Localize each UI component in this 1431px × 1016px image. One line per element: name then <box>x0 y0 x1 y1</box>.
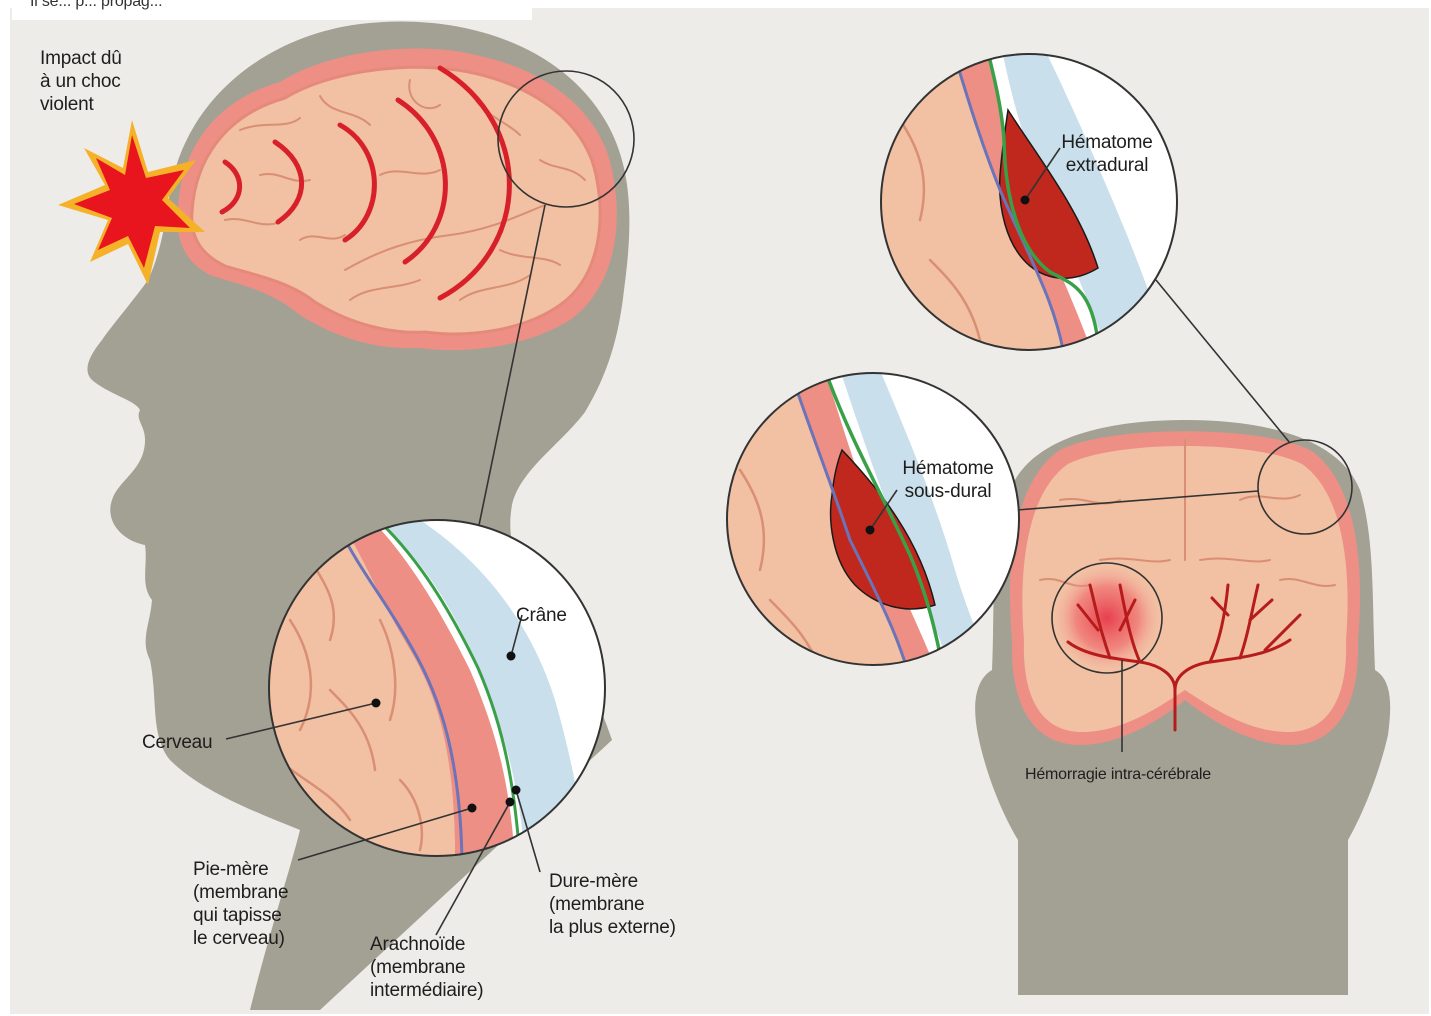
label-pie-mere-line2: (membrane <box>193 881 288 904</box>
label-impact-line3: violent <box>40 93 122 116</box>
label-dure-mere-line1: Dure-mère <box>549 870 676 893</box>
label-arachnoide-line2: (membrane <box>370 956 483 979</box>
label-arachnoide: Arachnoïde (membrane intermédiaire) <box>370 933 483 1002</box>
label-impact-line1: Impact dû <box>40 47 122 70</box>
label-extradural-line2: extradural <box>1052 154 1162 177</box>
label-hematome-sous-dural: Hématome sous-dural <box>892 457 1004 503</box>
label-dure-mere: Dure-mère (membrane la plus externe) <box>549 870 676 939</box>
label-sous-dural-line2: sous-dural <box>892 480 1004 503</box>
label-cerveau: Cerveau <box>142 731 212 754</box>
label-pie-mere-line3: qui tapisse <box>193 904 288 927</box>
label-pie-mere-line1: Pie-mère <box>193 858 288 881</box>
label-impact-line2: à un choc <box>40 70 122 93</box>
label-impact: Impact dû à un choc violent <box>40 47 122 116</box>
label-arachnoide-line1: Arachnoïde <box>370 933 483 956</box>
label-dure-mere-line2: (membrane <box>549 893 676 916</box>
caption-fragment: Il se... p... propag... <box>30 0 162 12</box>
label-extradural-line1: Hématome <box>1052 131 1162 154</box>
label-dure-mere-line3: la plus externe) <box>549 916 676 939</box>
label-crane: Crâne <box>516 604 567 627</box>
label-hematome-extradural: Hématome extradural <box>1052 131 1162 177</box>
label-sous-dural-line1: Hématome <box>892 457 1004 480</box>
label-hemorragie: Hémorragie intra-cérébrale <box>1025 765 1211 785</box>
label-arachnoide-line3: intermédiaire) <box>370 979 483 1002</box>
label-pie-mere: Pie-mère (membrane qui tapisse le cervea… <box>193 858 288 950</box>
label-pie-mere-line4: le cerveau) <box>193 927 288 950</box>
